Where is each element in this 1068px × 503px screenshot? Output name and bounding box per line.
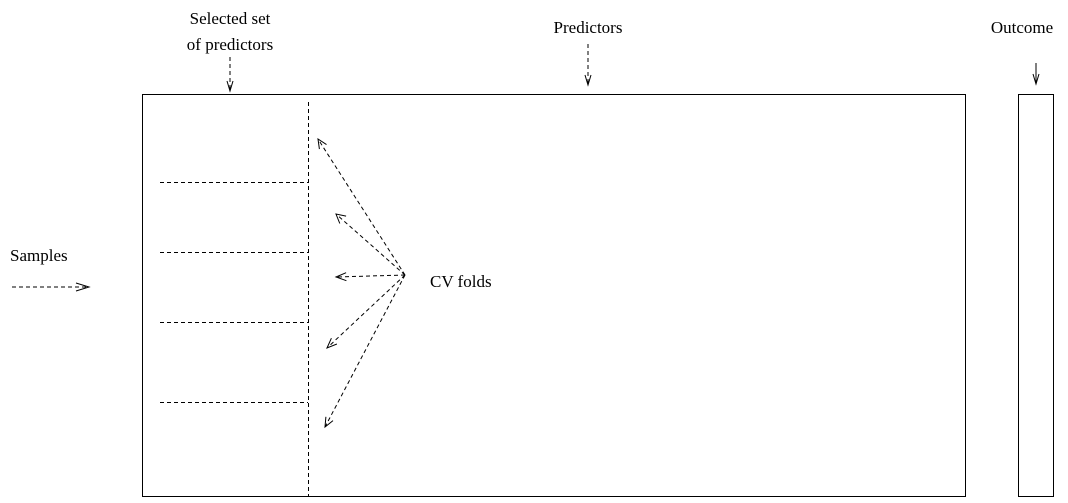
cv-fold-arrow-5: [324, 274, 406, 429]
cv-fold-arrow-2: [335, 213, 406, 276]
predictor-matrix-box: [142, 94, 966, 497]
selected-set-pointer-arrow: [226, 57, 234, 93]
predictors-label: Predictors: [554, 18, 623, 37]
samples-arrow: [12, 282, 91, 292]
selected-set-label-line2: of predictors: [187, 35, 273, 54]
selected-set-label-line1: Selected set: [190, 9, 271, 28]
outcome-pointer-arrow: [1032, 63, 1040, 86]
cv-fold-arrow-3: [334, 272, 406, 282]
samples-label: Samples: [10, 246, 68, 265]
cv-fold-arrow-4: [326, 274, 406, 349]
outcome-box: [1018, 94, 1054, 497]
cv-fold-arrow-1: [317, 137, 406, 276]
predictors-pointer-arrow: [584, 44, 592, 87]
outcome-label: Outcome: [991, 18, 1053, 37]
cv-folds-label: CV folds: [430, 272, 492, 291]
